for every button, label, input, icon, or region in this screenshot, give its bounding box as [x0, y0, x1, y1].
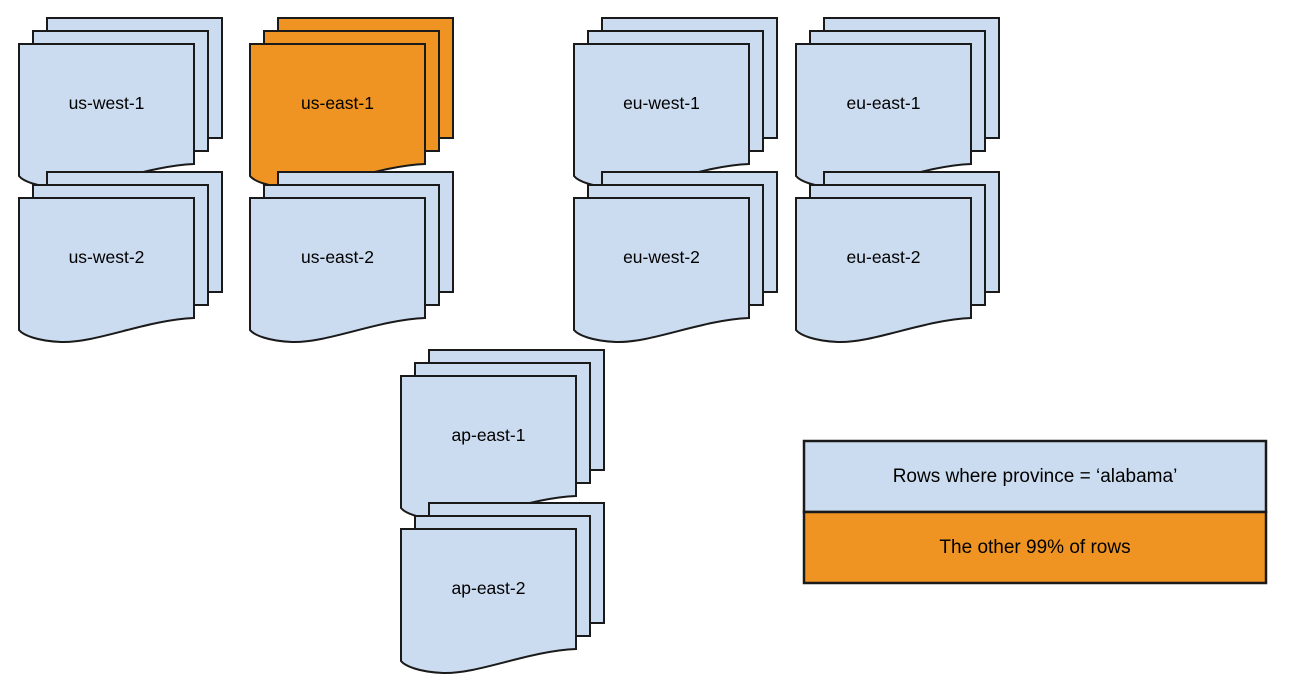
document-sheet-front	[573, 43, 750, 190]
document-sheet-front	[18, 43, 195, 190]
document-stack[interactable]	[249, 171, 454, 344]
legend-swatch-1	[802, 510, 1268, 585]
document-sheet-front	[400, 528, 577, 675]
legend-layer	[802, 439, 1268, 585]
document-sheet-front	[795, 43, 972, 190]
document-stack[interactable]	[18, 171, 223, 344]
document-stack[interactable]	[795, 17, 1000, 190]
document-sheet-front	[249, 43, 426, 190]
document-sheet-front	[18, 197, 195, 344]
document-stack[interactable]	[795, 171, 1000, 344]
document-stack[interactable]	[249, 17, 454, 190]
document-sheet-front	[249, 197, 426, 344]
document-stack[interactable]	[573, 171, 778, 344]
document-sheet-front	[400, 375, 577, 522]
document-stack[interactable]	[400, 502, 605, 675]
document-stack[interactable]	[573, 17, 778, 190]
document-sheet-front	[795, 197, 972, 344]
document-stack[interactable]	[400, 349, 605, 522]
stacks-layer	[18, 17, 1000, 675]
document-sheet-front	[573, 197, 750, 344]
document-stack[interactable]	[18, 17, 223, 190]
legend-swatch-0	[802, 439, 1268, 514]
